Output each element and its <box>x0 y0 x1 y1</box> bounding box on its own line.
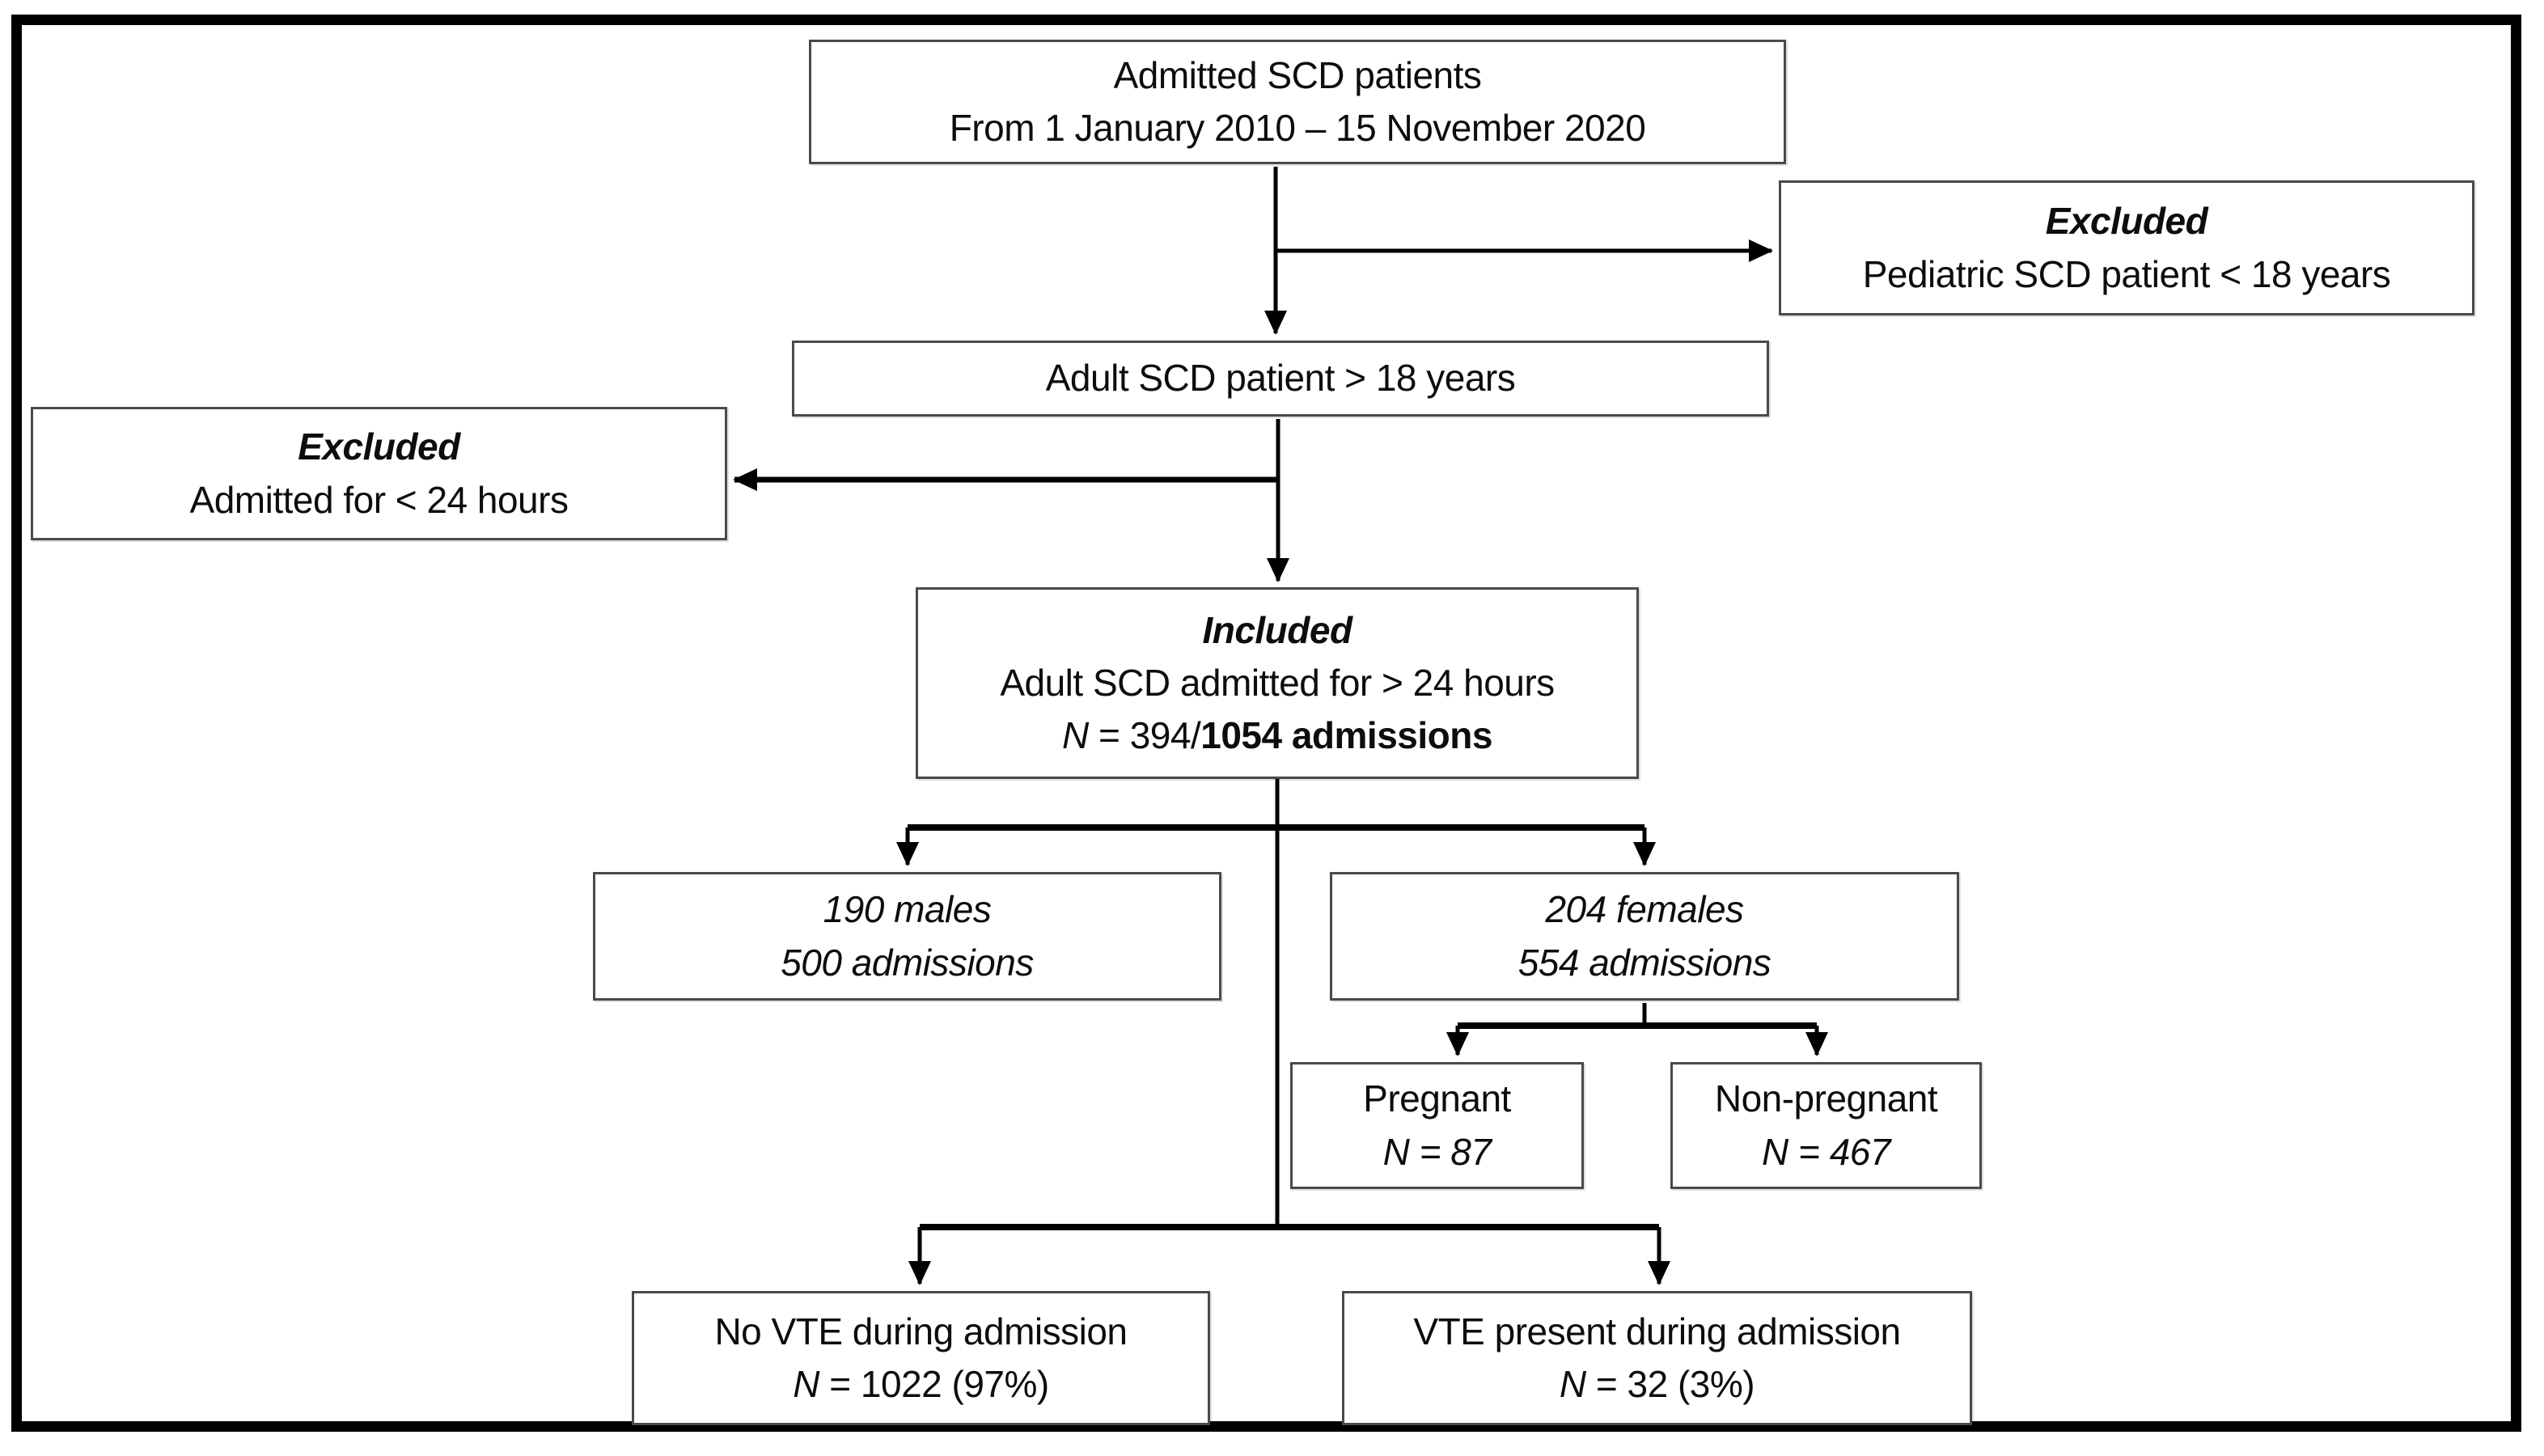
vte-label: VTE present during admission <box>1413 1310 1901 1352</box>
pregnant-count: N = 87 <box>1383 1126 1492 1179</box>
box-admitted-patients: Admitted SCD patients From 1 January 201… <box>809 40 1786 164</box>
box-pregnant: Pregnant N = 87 <box>1290 1062 1584 1189</box>
excluded-pediatric-heading: Excluded <box>2045 200 2208 243</box>
excluded-pediatric-detail: Pediatric SCD patient < 18 years <box>1862 252 2391 295</box>
females-admissions: 554 admissions <box>1518 941 1771 984</box>
males-count: 190 males <box>823 888 992 931</box>
males-admissions: 500 admissions <box>781 941 1034 984</box>
included-count: N = 394/1054 admissions <box>1062 709 1492 762</box>
pregnant-label: Pregnant <box>1363 1077 1511 1120</box>
vte-count-value: = 32 (3%) <box>1585 1363 1755 1405</box>
included-count-n: N <box>1062 714 1089 757</box>
vte-count-n: N <box>1559 1363 1586 1405</box>
box-non-pregnant: Non-pregnant N = 467 <box>1670 1062 1982 1189</box>
box-adult-patients: Adult SCD patient > 18 years <box>792 341 1769 417</box>
no-vte-count-value: = 1022 (97%) <box>819 1363 1049 1405</box>
box-females: 204 females 554 admissions <box>1330 872 1959 1001</box>
vte-count: N = 32 (3%) <box>1560 1358 1755 1411</box>
box-males: 190 males 500 admissions <box>593 872 1221 1001</box>
box-included: Included Adult SCD admitted for > 24 hou… <box>916 587 1639 779</box>
box-excluded-pediatric: Excluded Pediatric SCD patient < 18 year… <box>1779 180 2474 315</box>
included-detail: Adult SCD admitted for > 24 hours <box>1000 661 1555 704</box>
excluded-short-stay-detail: Admitted for < 24 hours <box>189 478 569 521</box>
box-vte-present: VTE present during admission N = 32 (3%) <box>1342 1291 1972 1425</box>
non-pregnant-count-n: N <box>1762 1130 1788 1173</box>
included-heading: Included <box>1202 608 1352 651</box>
non-pregnant-label: Non-pregnant <box>1714 1077 1938 1120</box>
no-vte-count: N = 1022 (97%) <box>793 1358 1049 1411</box>
no-vte-count-n: N <box>793 1363 819 1405</box>
adult-label: Adult SCD patient > 18 years <box>1045 357 1516 400</box>
pregnant-count-value: = 87 <box>1409 1130 1492 1173</box>
included-count-value: = 394/ <box>1088 714 1201 757</box>
non-pregnant-count: N = 467 <box>1762 1126 1890 1179</box>
non-pregnant-count-value: = 467 <box>1788 1130 1890 1173</box>
box-excluded-short-stay: Excluded Admitted for < 24 hours <box>31 407 727 540</box>
pregnant-count-n: N <box>1382 1130 1410 1173</box>
included-count-total: 1054 admissions <box>1200 714 1492 757</box>
admitted-date-range: From 1 January 2010 – 15 November 2020 <box>949 107 1646 149</box>
no-vte-label: No VTE during admission <box>714 1310 1128 1352</box>
box-no-vte: No VTE during admission N = 1022 (97%) <box>632 1291 1210 1425</box>
admitted-title: Admitted SCD patients <box>1113 53 1482 96</box>
females-count: 204 females <box>1545 888 1744 931</box>
excluded-short-stay-heading: Excluded <box>298 425 460 468</box>
